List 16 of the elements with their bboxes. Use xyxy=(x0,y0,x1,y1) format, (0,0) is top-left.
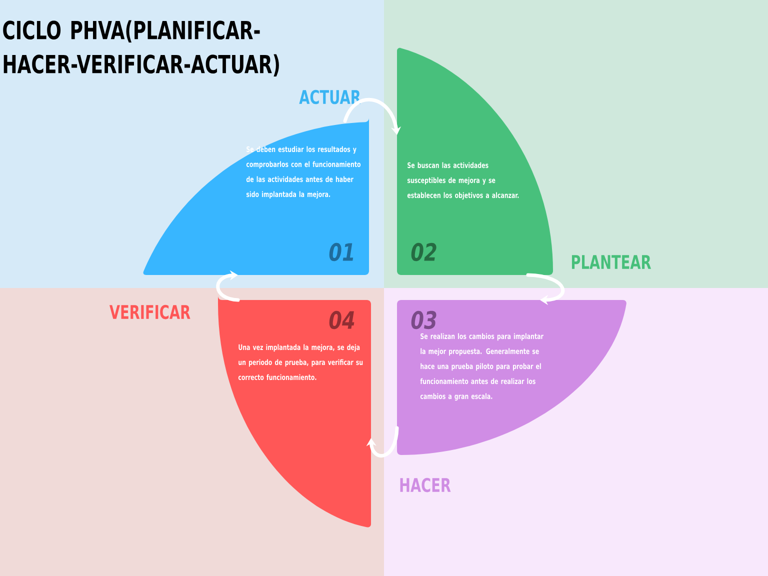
heading: HACER xyxy=(400,478,451,492)
curved-arrow xyxy=(216,270,240,302)
heading: VERIFICAR xyxy=(110,304,190,320)
heading: ACTUAR xyxy=(299,90,361,104)
heading: PLANTEAR xyxy=(572,255,652,269)
quarter-panel xyxy=(143,118,369,275)
quarter-panel xyxy=(397,48,553,275)
step-number: 01 xyxy=(329,242,354,262)
curved-arrow xyxy=(526,273,565,306)
quarter-panel xyxy=(218,296,371,528)
quarter-panel xyxy=(397,300,626,455)
step-number: 04 xyxy=(329,310,354,330)
curved-arrow xyxy=(366,426,399,458)
title: CICLO PHVA(PLANIFICAR-HACER-VERIFICAR-ACTUAR) xyxy=(3,20,279,76)
step-number: 02 xyxy=(411,242,436,262)
step-number: 03 xyxy=(411,310,436,330)
